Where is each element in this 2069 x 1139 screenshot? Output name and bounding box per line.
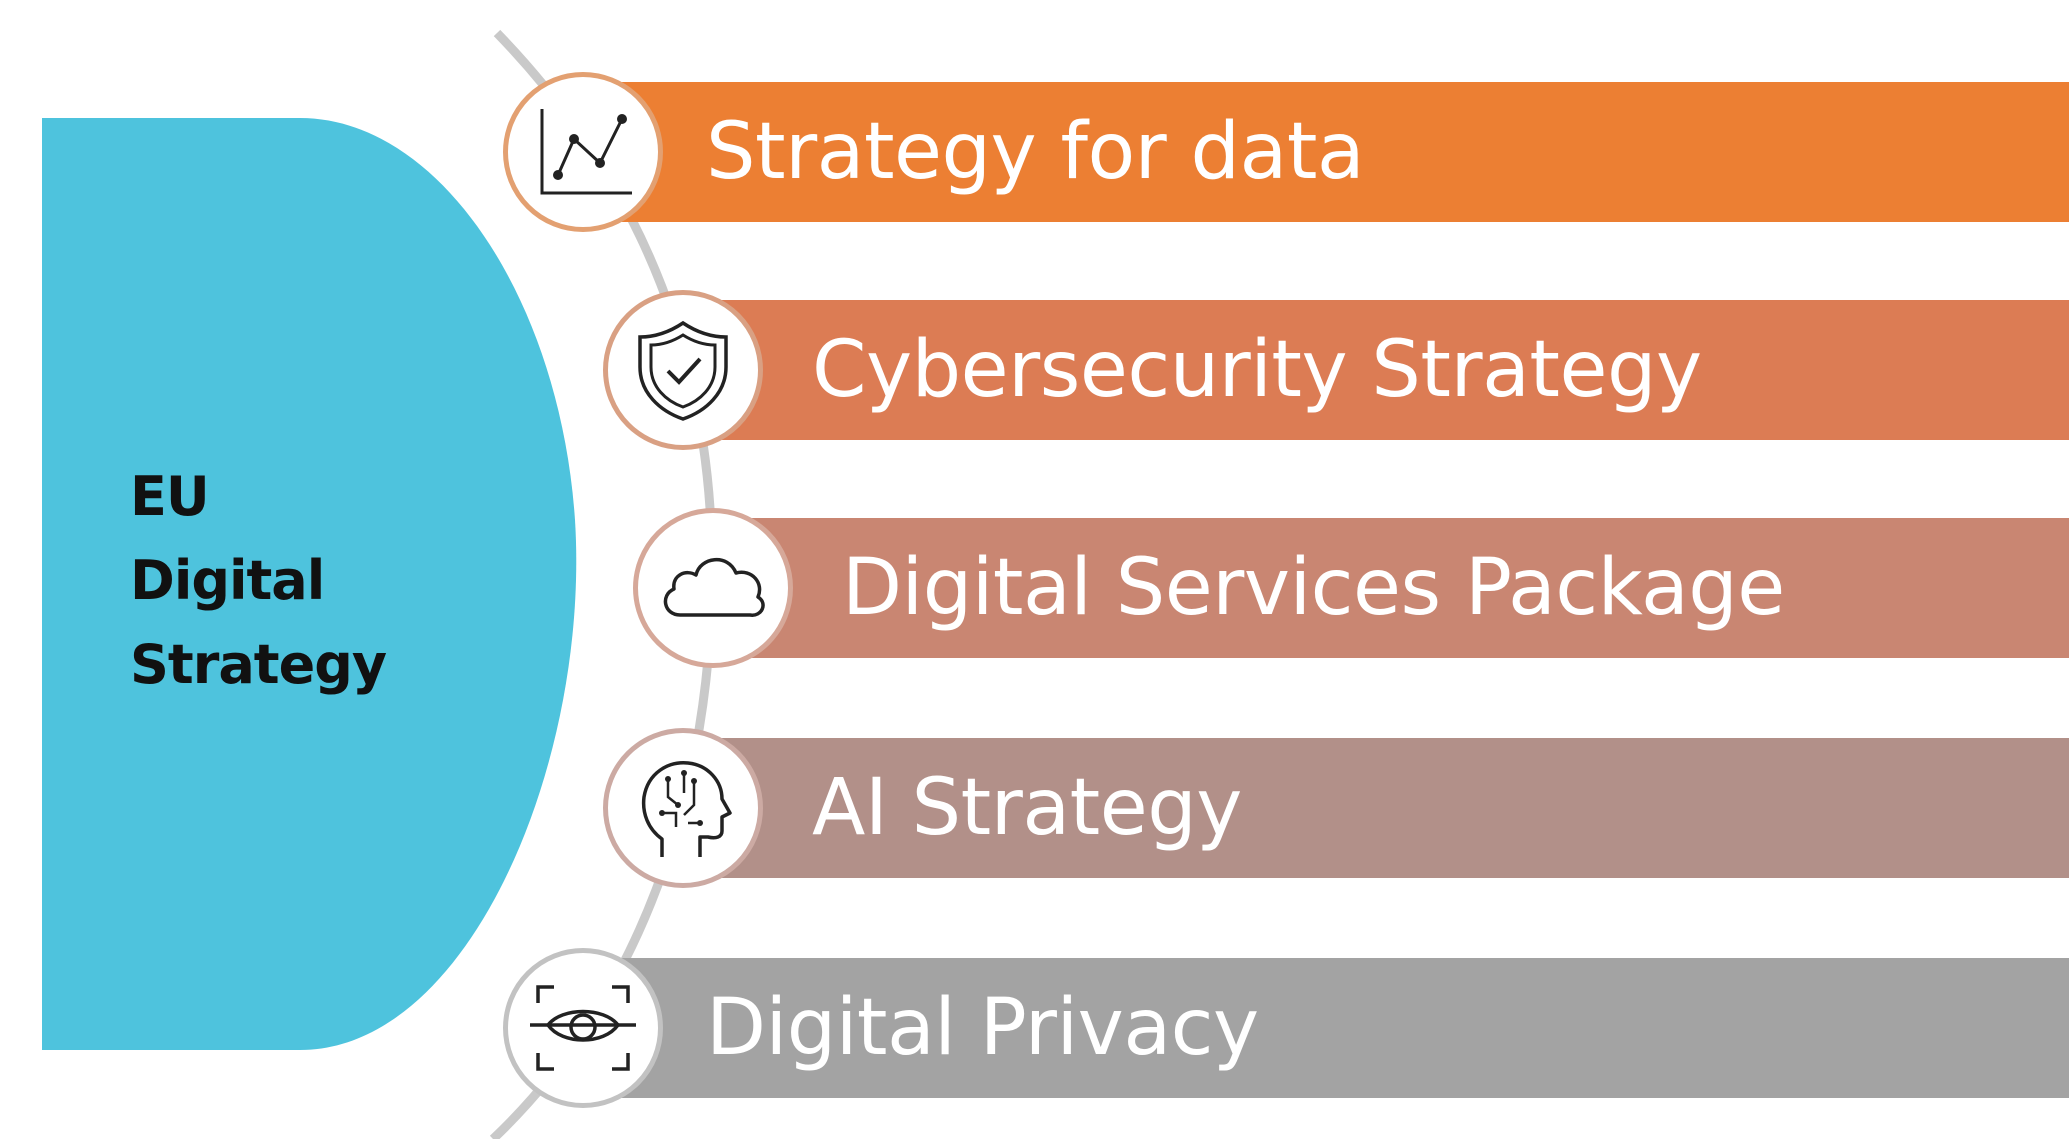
hub-title-line-3: Strategy [130,633,387,696]
strategy-band-data: Strategy for data [600,82,2069,222]
icon-badge-ai [603,728,763,888]
band-label-ai: AI Strategy [812,763,1242,853]
strategy-band-cybersecurity: Cybersecurity Strategy [700,300,2069,440]
hub-title-line-1: EU [130,465,210,528]
band-label-cybersecurity: Cybersecurity Strategy [812,325,1702,415]
hub-title-line-2: Digital [130,549,325,612]
hub-title: EU Digital Strategy [130,455,460,707]
icon-badge-data [503,72,663,232]
line-chart-icon [540,109,632,195]
eye-scan-icon [530,985,636,1071]
strategy-band-ai: AI Strategy [700,738,2069,878]
icon-badge-cybersecurity [603,290,763,450]
band-label-data: Strategy for data [706,107,1365,197]
shield-check-icon [638,320,728,421]
band-label-digital-services: Digital Services Package [842,543,1785,633]
cloud-icon [663,557,765,617]
strategy-band-privacy: Digital Privacy [600,958,2069,1098]
icon-badge-digital-services [633,508,793,668]
ai-head-icon [641,761,732,857]
strategy-band-digital-services: Digital Services Package [730,518,2069,658]
band-label-privacy: Digital Privacy [706,983,1259,1073]
icon-badge-privacy [503,948,663,1108]
hub-shape [42,118,577,1050]
